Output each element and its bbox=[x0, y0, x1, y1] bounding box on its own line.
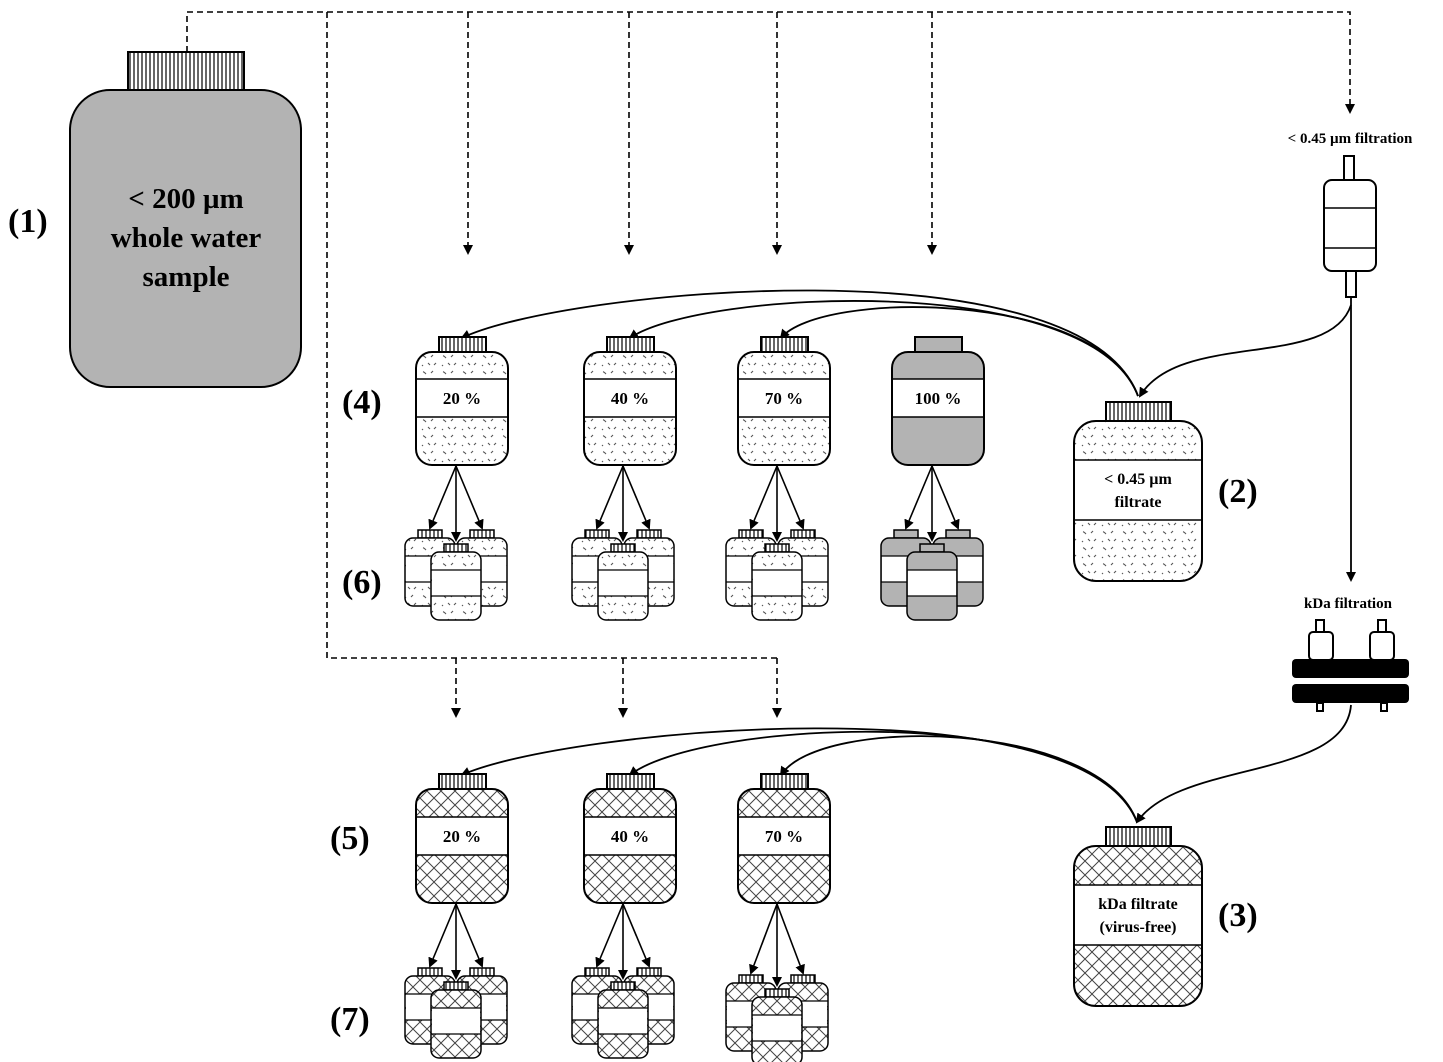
dilution-bottle-row4-40: 40 % bbox=[583, 336, 677, 466]
source-label-line1: < 200 µm bbox=[128, 183, 243, 215]
dilution-label: 20 % bbox=[443, 827, 481, 846]
replicate-arrow bbox=[595, 903, 624, 968]
kda-filtration-label: kDa filtration bbox=[1304, 596, 1393, 612]
whole-water-sample-bottle: < 200 µm whole water sample bbox=[69, 51, 302, 388]
filtrate-045-line2: filtrate bbox=[1114, 494, 1161, 511]
step-label-1: (1) bbox=[8, 203, 48, 240]
dilution-label: 40 % bbox=[611, 389, 649, 408]
step-label-5: (5) bbox=[330, 820, 370, 857]
step-label-2: (2) bbox=[1218, 473, 1258, 510]
replicate-arrow bbox=[455, 465, 484, 530]
dilution-label: 100 % bbox=[915, 389, 962, 408]
filtrate-transfer-arrows bbox=[460, 289, 1139, 823]
replicate-arrow bbox=[776, 465, 805, 530]
replicates-row6-40 bbox=[571, 465, 675, 621]
source-label-line3: sample bbox=[143, 261, 230, 293]
replicate-arrow bbox=[622, 903, 651, 968]
replicates-row7-40 bbox=[571, 903, 675, 1059]
dashed-supply-lines bbox=[186, 11, 1355, 718]
step-label-4: (4) bbox=[342, 384, 382, 421]
replicate-arrow bbox=[455, 903, 484, 968]
replicate-arrow bbox=[595, 465, 624, 530]
filtrate-045-line1: < 0.45 µm bbox=[1104, 471, 1172, 488]
dilution-bottle-row5-40: 40 % bbox=[583, 773, 677, 904]
dilution-label: 20 % bbox=[443, 389, 481, 408]
dilution-label: 70 % bbox=[765, 389, 803, 408]
replicate-arrow bbox=[428, 903, 457, 968]
replicate-arrow bbox=[749, 465, 778, 530]
step-label-7: (7) bbox=[330, 1001, 370, 1038]
dilution-bottle-row5-20: 20 % bbox=[415, 773, 509, 904]
replicates-row6-100 bbox=[880, 465, 984, 621]
step-label-3: (3) bbox=[1218, 897, 1258, 934]
step-label-6: (6) bbox=[342, 564, 382, 601]
dilution-bottle-row5-70: 70 % bbox=[737, 773, 831, 904]
replicates-row6-20 bbox=[404, 465, 508, 621]
replicate-bottle-clusters bbox=[404, 465, 984, 1062]
replicate-arrow bbox=[428, 465, 457, 530]
replicate-arrow bbox=[904, 465, 933, 530]
dilution-bottle-row4-20: 20 % bbox=[415, 336, 509, 466]
kda-filter-icon bbox=[1292, 619, 1409, 712]
filter-045-label: < 0.45 µm filtration bbox=[1288, 131, 1413, 147]
source-label-line2: whole water bbox=[111, 222, 262, 254]
replicate-arrow bbox=[749, 903, 778, 975]
replicate-arrow bbox=[776, 903, 805, 975]
replicates-row7-20 bbox=[404, 903, 508, 1059]
dilution-label: 70 % bbox=[765, 827, 803, 846]
dilution-bottle-row4-70: 70 % bbox=[737, 336, 831, 466]
kda-filtrate-line1: kDa filtrate bbox=[1098, 896, 1178, 913]
replicates-row7-70 bbox=[725, 903, 829, 1062]
filtrate-045-bottle: < 0.45 µm filtrate bbox=[1073, 401, 1203, 582]
dilution-label: 40 % bbox=[611, 827, 649, 846]
replicate-arrow bbox=[931, 465, 960, 530]
replicate-arrow bbox=[622, 465, 651, 530]
kda-filtrate-line2: (virus-free) bbox=[1100, 919, 1177, 936]
dilution-bottle-row4-100: 100 % bbox=[891, 336, 985, 466]
kda-filtrate-bottle: kDa filtrate (virus-free) bbox=[1073, 826, 1203, 1007]
replicates-row6-70 bbox=[725, 465, 829, 621]
syringe-filter-icon bbox=[1323, 155, 1377, 298]
